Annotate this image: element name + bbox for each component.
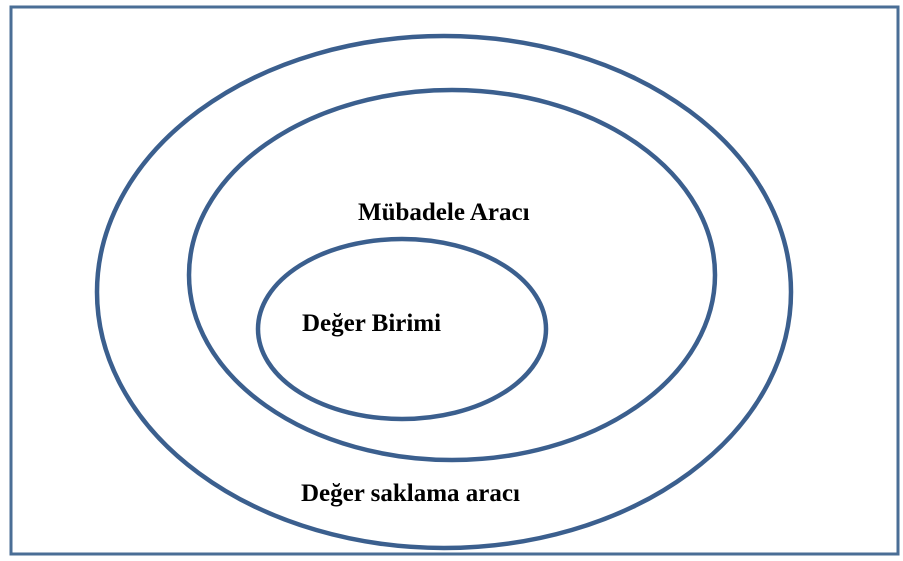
outer-ring	[94, 33, 794, 551]
outer-ring-label: Değer saklama aracı	[301, 480, 520, 507]
inner-ring	[255, 236, 549, 422]
inner-ring-label: Değer Birimi	[302, 310, 441, 337]
diagram-frame	[9, 5, 900, 556]
middle-ring-label: Mübadele Aracı	[358, 199, 530, 226]
middle-ring	[186, 87, 718, 463]
